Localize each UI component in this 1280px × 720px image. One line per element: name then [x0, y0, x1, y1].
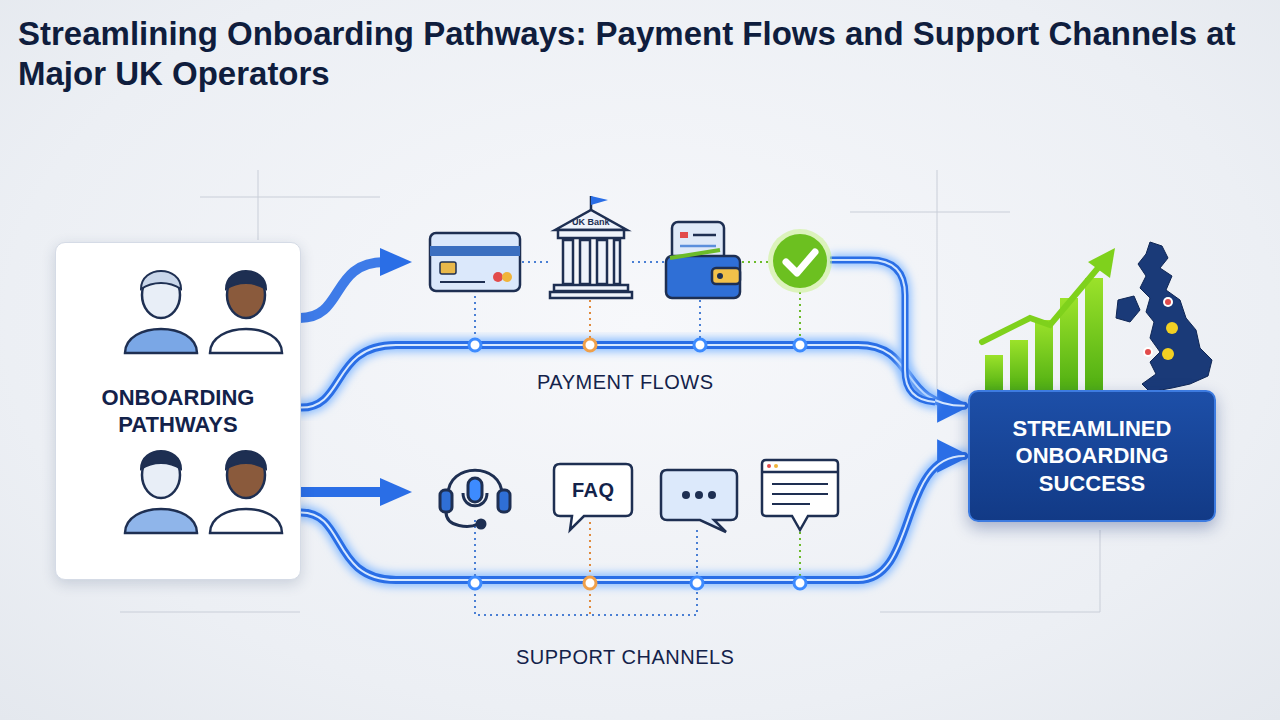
connector-stroke [301, 345, 964, 408]
connector-stroke [301, 345, 964, 408]
section-label: SUPPORT CHANNELS [516, 646, 734, 669]
success-box: STREAMLINED ONBOARDING SUCCESS [968, 390, 1216, 522]
node-text: ONBOARDING PATHWAYS [73, 384, 283, 439]
connector-stroke [301, 456, 964, 580]
connector-stroke [301, 345, 964, 408]
flow-connector [301, 345, 964, 408]
diagram-title: Streamlining Onboarding Pathways: Paymen… [18, 14, 1268, 94]
connector-stroke [301, 456, 964, 580]
section-label: PAYMENT FLOWS [537, 371, 714, 394]
faq-text: FAQ [572, 479, 615, 502]
start-box: ONBOARDING PATHWAYS [55, 242, 301, 580]
flow-connector [301, 456, 964, 580]
bank-label: UK Bank [572, 217, 610, 227]
node-text: STREAMLINED ONBOARDING SUCCESS [990, 415, 1195, 498]
connector-stroke [301, 456, 964, 580]
